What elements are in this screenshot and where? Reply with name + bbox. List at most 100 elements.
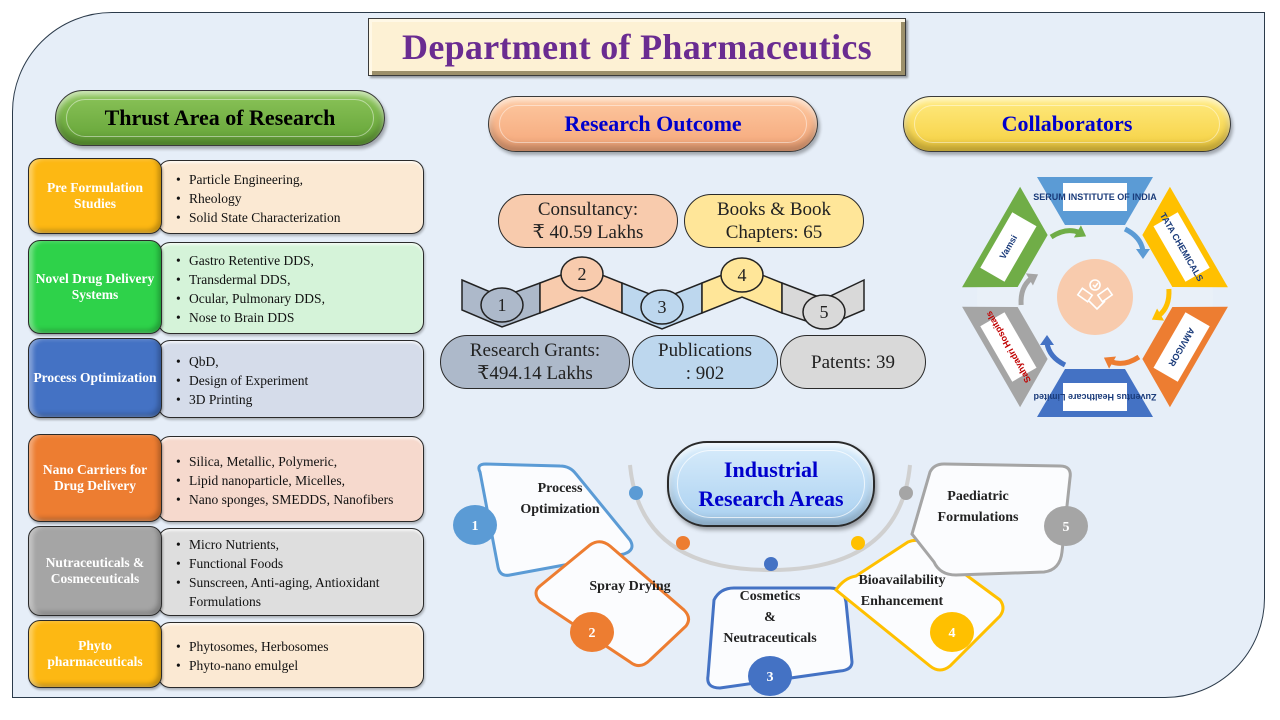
- thrust-row: Silica, Metallic, Polymeric,Lipid nanopa…: [28, 434, 424, 522]
- thrust-item: Nano sponges, SMEDDS, Nanofibers: [176, 490, 393, 509]
- industrial-arc-dot: [676, 536, 690, 550]
- thrust-row-body: Micro Nutrients,Functional FoodsSunscree…: [158, 528, 424, 616]
- thrust-row-body: Gastro Retentive DDS,Transdermal DDS,Ocu…: [158, 242, 424, 334]
- industrial-number-badge: [570, 612, 614, 652]
- handshake-icon-circle: [1057, 259, 1133, 335]
- thrust-row: Phytosomes, HerbosomesPhyto-nano emulgel…: [28, 620, 424, 688]
- outcome-patents-label: Patents: 39: [811, 351, 895, 373]
- collaborator-logo: [980, 312, 1037, 382]
- thrust-item: Particle Engineering,: [176, 170, 340, 189]
- cycle-arrow-icon: [1123, 226, 1146, 252]
- thrust-item: Phyto-nano emulgel: [176, 656, 329, 675]
- zigzag-number-badge: [720, 257, 764, 293]
- thrust-item: Sunscreen, Anti-aging, Antioxidant Formu…: [176, 573, 415, 611]
- thrust-item: Ocular, Pulmonary DDS,: [176, 289, 325, 308]
- thrust-item: Silica, Metallic, Polymeric,: [176, 452, 393, 471]
- cycle-arrow-icon: [1018, 276, 1033, 306]
- industrial-number-badge: [1044, 506, 1088, 546]
- outcome-heading: Research Outcome: [488, 96, 818, 152]
- thrust-item: Transdermal DDS,: [176, 270, 325, 289]
- thrust-item: Nose to Brain DDS: [176, 308, 325, 327]
- zigzag-number-badge: [640, 289, 684, 325]
- thrust-item: Micro Nutrients,: [176, 535, 415, 554]
- thrust-item: QbD,: [176, 352, 308, 371]
- industrial-number-badge: [748, 656, 792, 696]
- collaborator-name: SERUM INSTITUTE OF INDIA: [1033, 192, 1157, 202]
- outcome-research-grants: Research Grants:₹494.14 Lakhs: [440, 335, 630, 389]
- industrial-area-label: Spray Drying: [589, 579, 671, 594]
- thrust-row-label: Nano Carriers for Drug Delivery: [28, 434, 162, 522]
- thrust-item: 3D Printing: [176, 390, 308, 409]
- industrial-area-card: [534, 540, 691, 667]
- outcome-consultancy-label: Consultancy:: [537, 199, 639, 220]
- thrust-item: Functional Foods: [176, 554, 415, 573]
- cycle-arrow-icon: [1049, 228, 1081, 240]
- outcome-publications: Publications: 902: [632, 335, 778, 389]
- handshake-icon: [1076, 279, 1114, 311]
- industrial-number: 2: [589, 626, 596, 641]
- collaborator-logo: [1063, 183, 1127, 211]
- thrust-row-label: Phyto pharmaceuticals: [28, 620, 162, 688]
- thrust-row-label: Nutraceuticals & Cosmeceuticals: [28, 526, 162, 616]
- thrust-item: Phytosomes, Herbosomes: [176, 637, 328, 656]
- thrust-item: Design of Experiment: [176, 371, 308, 390]
- thrust-item: Gastro Retentive DDS,: [176, 251, 325, 270]
- outcome-consultancy: Consultancy:₹ 40.59 Lakhs: [498, 194, 678, 248]
- collaborator-segment: SERUM INSTITUTE OF INDIA: [1033, 177, 1157, 259]
- cycle-arrow-icon: [1044, 342, 1067, 368]
- page-title-box: Department of Pharmaceutics: [368, 18, 906, 76]
- thrust-row-body: Phytosomes, HerbosomesPhyto-nano emulgel: [158, 622, 424, 688]
- outcome-publications-label: Publications: [658, 340, 752, 361]
- thrust-row: Micro Nutrients,Functional FoodsSunscree…: [28, 526, 424, 616]
- outcome-books-label: Books & Book: [716, 199, 832, 220]
- industrial-number: 3: [767, 670, 774, 685]
- thrust-item: Lipid nanoparticle, Micelles,: [176, 471, 393, 490]
- industrial-number-badge: [453, 505, 497, 545]
- thrust-row-body: Silica, Metallic, Polymeric,Lipid nanopa…: [158, 436, 424, 522]
- collaborator-segment: Zuventus Healthcare Limited: [1033, 335, 1157, 417]
- thrust-row: QbD,Design of Experiment3D PrintingProce…: [28, 338, 424, 418]
- outcome-grants-value: ₹494.14 Lakhs: [477, 363, 593, 384]
- thrust-row-label: Novel Drug Delivery Systems: [28, 240, 162, 334]
- outcome-patents: Patents: 39: [780, 335, 926, 389]
- zigzag-number: 4: [738, 265, 747, 285]
- zigzag-number: 3: [658, 297, 667, 317]
- industrial-area-card: [910, 462, 1072, 577]
- page-title: Department of Pharmaceutics: [402, 27, 872, 67]
- cycle-arrow-icon: [1109, 354, 1141, 366]
- outcome-publications-value: : 902: [685, 363, 725, 384]
- cycle-arrow-icon: [1157, 288, 1172, 318]
- thrust-heading: Thrust Area of Research: [55, 90, 385, 146]
- zigzag-number: 1: [498, 295, 507, 315]
- industrial-number-badge: [930, 612, 974, 652]
- collaborator-logo: [980, 212, 1037, 282]
- industrial-arc-dot: [629, 486, 643, 500]
- thrust-item: Solid State Characterization: [176, 208, 340, 227]
- collaborator-name: Zuventus Healthcare Limited: [1033, 392, 1156, 402]
- thrust-row-label: Pre Formulation Studies: [28, 158, 162, 234]
- collaborator-logo: [1063, 383, 1127, 411]
- industrial-arc-dot: [899, 486, 913, 500]
- industrial-heading-line2: Research Areas: [698, 486, 844, 511]
- zigzag-number-badge: [480, 287, 524, 323]
- thrust-row-body: Particle Engineering,RheologySolid State…: [158, 160, 424, 234]
- outcome-heading-text: Research Outcome: [564, 111, 742, 136]
- collaborators-heading: Collaborators: [903, 96, 1231, 152]
- industrial-arc-dot: [851, 536, 865, 550]
- thrust-row-body: QbD,Design of Experiment3D Printing: [158, 340, 424, 418]
- thrust-row: Particle Engineering,RheologySolid State…: [28, 158, 424, 234]
- outcome-grants-label: Research Grants:: [469, 340, 601, 361]
- zigzag-number: 5: [820, 302, 829, 322]
- collaborator-segment: TATA CHEMICALS: [1142, 186, 1228, 321]
- thrust-item: Rheology: [176, 189, 340, 208]
- thrust-row: Gastro Retentive DDS,Transdermal DDS,Ocu…: [28, 240, 424, 334]
- outcome-books-value: Chapters: 65: [725, 222, 823, 243]
- thrust-row-label: Process Optimization: [28, 338, 162, 418]
